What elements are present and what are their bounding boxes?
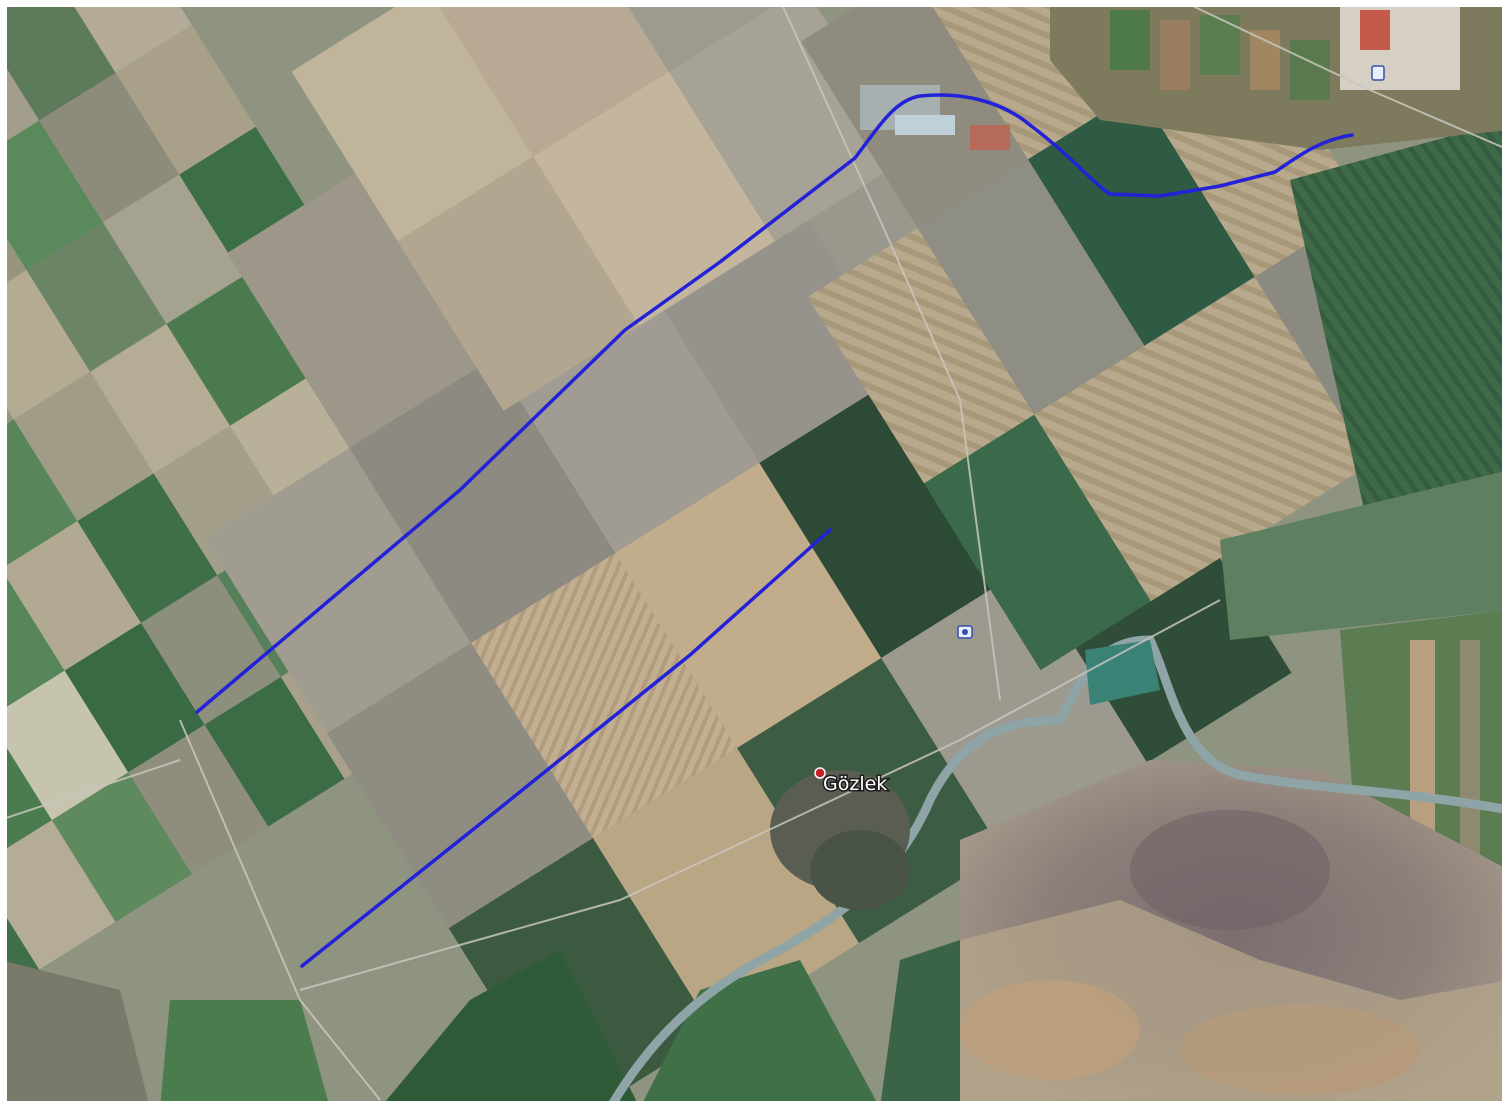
camera-icon[interactable]	[957, 625, 973, 639]
field-grid-bottom	[0, 940, 960, 1108]
route-line-north	[195, 93, 1354, 714]
place-label[interactable]: Gözlek	[822, 772, 889, 797]
field-grid-top-right	[1050, 0, 1509, 150]
facility	[860, 85, 1010, 150]
field-grid-top	[291, 0, 911, 411]
hills-area	[960, 760, 1509, 1108]
route-line-south	[300, 528, 832, 968]
photo-icon[interactable]	[1371, 65, 1385, 81]
river	[606, 635, 1509, 1108]
location-marker-icon[interactable]	[814, 767, 826, 779]
village-area	[770, 770, 910, 910]
reservoir	[1085, 640, 1160, 705]
